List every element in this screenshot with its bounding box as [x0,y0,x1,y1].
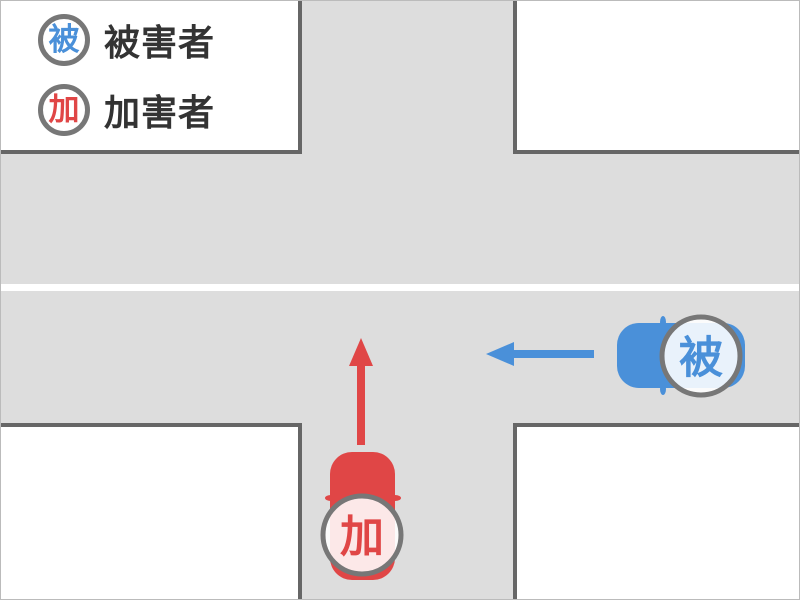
legend-victim: 被 被害者 [38,14,215,66]
legend-offender: 加 加害者 [38,84,215,136]
victim-car-badge-text: 被 [679,333,723,384]
legend-offender-label: 加害者 [104,93,216,134]
victim-arrow [486,342,594,366]
offender-car-badge [320,493,404,577]
curb-top-left [0,0,302,154]
curb-top-right [513,0,800,154]
offender-arrow [349,338,373,445]
offender-car: 加 [320,452,404,580]
center-line [0,284,800,291]
legend-victim-badge: 被 [38,14,90,66]
legend-victim-label: 被害者 [104,23,216,64]
victim-car: 被 [617,314,745,398]
curb-bottom-right [513,423,800,600]
offender-car-badge-text: 加 [340,512,384,563]
legend-offender-badge: 加 [38,84,90,136]
curb-bottom-left [0,423,302,600]
victim-car-badge [659,314,743,398]
